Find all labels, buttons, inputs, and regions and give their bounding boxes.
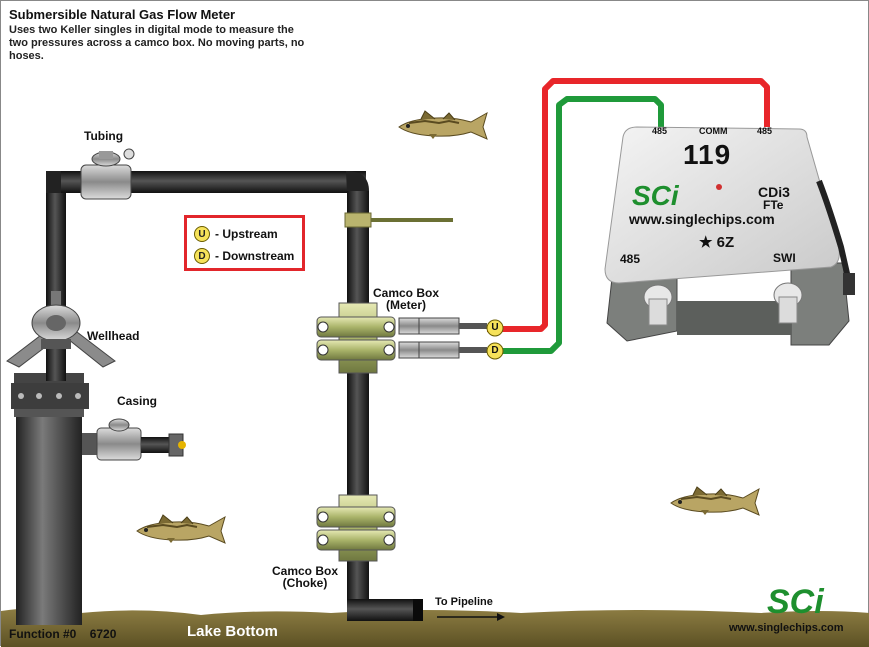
- upstream-line-badge-text: U: [491, 322, 499, 333]
- device-bottom-left: 485: [620, 252, 641, 266]
- device-bottom-center: ★ 6Z: [699, 234, 735, 251]
- fish-1: [398, 110, 488, 140]
- lake-bottom-label: Lake Bottom: [187, 623, 278, 640]
- device-bottom-right: SWI: [773, 251, 796, 265]
- casing-valve: [82, 418, 186, 461]
- device-port-comm: COMM: [699, 126, 728, 136]
- camco-meter-label-line1: Camco Box: [372, 286, 440, 300]
- device-enclosure: [604, 126, 840, 284]
- legend-box: U - Upstream D - Downstream: [184, 215, 305, 271]
- device-model-line1: CDi3: [758, 184, 790, 200]
- upstream-wire: [487, 78, 770, 332]
- lake-bottom: [1, 608, 869, 647]
- camco-meter-label-line2: (Meter): [385, 298, 426, 312]
- fish-2: [136, 514, 226, 544]
- downstream-line-badge: [486, 342, 504, 360]
- downstream-wire: [487, 96, 664, 354]
- to-pipeline-label: To Pipeline: [435, 596, 493, 608]
- wellhead-valve: [6, 291, 116, 368]
- upstream-line-badge: [486, 319, 504, 337]
- function-value: 6720: [89, 627, 117, 641]
- camco-choke-label: Camco Box (Choke): [266, 565, 344, 589]
- device-port-left: 485: [652, 126, 668, 136]
- device-cable: [816, 179, 854, 292]
- function-readout: Function #0 6720: [9, 627, 116, 641]
- device-number: 119: [683, 139, 732, 170]
- device-port-right: 485: [757, 126, 773, 136]
- wellhead-label: Wellhead: [87, 329, 140, 343]
- tubing-label: Tubing: [84, 129, 124, 143]
- camco-choke-label-line2: (Choke): [282, 576, 328, 590]
- function-label: Function #0: [9, 627, 77, 641]
- upstream-legend-label: - Upstream: [215, 227, 278, 241]
- camco-choke-label-line1: Camco Box: [271, 564, 339, 578]
- footer-website: www.singlechips.com: [729, 622, 844, 634]
- diagram-title: Submersible Natural Gas Flow Meter: [9, 7, 236, 22]
- camco-meter-label: Camco Box (Meter): [367, 287, 445, 311]
- diagram-subtitle: Uses two Keller singles in digital mode …: [9, 24, 305, 62]
- legend-downstream: D - Downstream: [194, 246, 294, 266]
- device-mounts: [606, 262, 850, 346]
- device-model-line2: FTe: [763, 198, 784, 212]
- device-website: www.singlechips.com: [629, 211, 775, 227]
- camco-box-choke: [316, 494, 396, 562]
- downstream-line-badge-text: D: [491, 345, 499, 356]
- downstream-legend-label: - Downstream: [215, 249, 295, 263]
- tubing-valve: [80, 148, 135, 200]
- pipeline-outlet: [347, 599, 421, 621]
- footer-logo: SCi: [767, 583, 824, 621]
- camco-box-meter: [316, 302, 487, 374]
- casing-label: Casing: [117, 394, 158, 408]
- legend-upstream: U - Upstream: [194, 224, 278, 244]
- tubing-riser: [46, 191, 66, 381]
- fish-3: [670, 486, 760, 516]
- device-logo: SCi: [632, 180, 679, 211]
- downstream-badge: D: [194, 248, 210, 264]
- upstream-badge: U: [194, 226, 210, 242]
